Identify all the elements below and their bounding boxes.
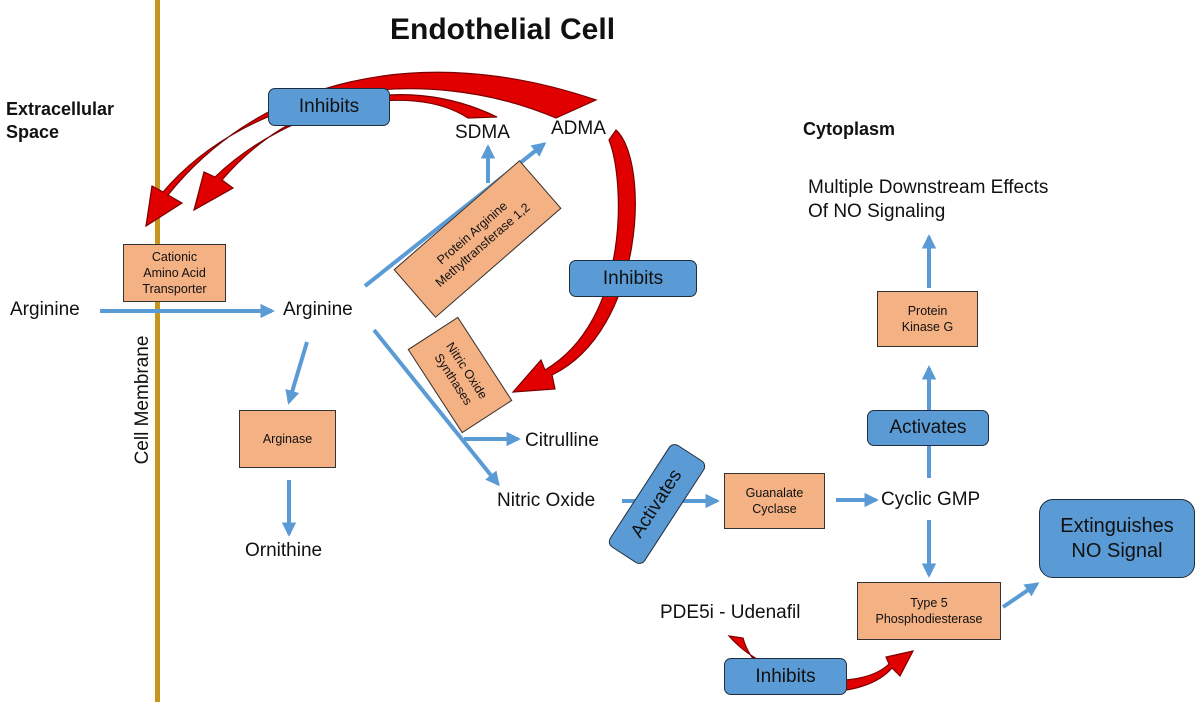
- udenafil-label: PDE5i - Udenafil: [660, 602, 801, 623]
- citrulline-label: Citrulline: [525, 430, 599, 451]
- cyclic-gmp-label: Cyclic GMP: [881, 489, 981, 510]
- inhibit-arrow-adma-transporter: [145, 71, 598, 228]
- downstream-effects-label: Multiple Downstream Effects Of NO Signal…: [808, 177, 1049, 222]
- arginine-intracellular: Arginine: [283, 299, 353, 320]
- extinguishes-no-signal-box: Extinguishes NO Signal: [1039, 499, 1195, 578]
- inhibit-arrow-adma-nos: [511, 129, 636, 393]
- inhibits-transporter-box: Inhibits: [268, 88, 390, 126]
- pde5-box: Type 5 Phosphodiesterase: [857, 582, 1001, 640]
- guanylate-cyclase-box: Guanalate Cyclase: [724, 473, 825, 529]
- arginine-extracellular: Arginine: [10, 299, 80, 320]
- diagram-title: Endothelial Cell: [390, 13, 616, 46]
- extracellular-space-label: Extracellular Space: [6, 99, 115, 142]
- cationic-amino-acid-transporter-box: Cationic Amino Acid Transporter: [123, 244, 226, 302]
- inhibits-pde5-box: Inhibits: [724, 658, 847, 695]
- adma-label: ADMA: [551, 118, 606, 139]
- cytoplasm-label: Cytoplasm: [803, 119, 896, 139]
- arginase-box: Arginase: [239, 410, 336, 468]
- arrow-pde5-to-extinguish: [1001, 582, 1040, 609]
- protein-kinase-g-box: Protein Kinase G: [877, 291, 978, 347]
- arrow-to-arginase: [285, 341, 309, 405]
- inhibits-nos-box: Inhibits: [569, 260, 697, 297]
- inhibit-arrow-sdma-transporter: [193, 94, 498, 212]
- cell-membrane-line: [155, 0, 160, 702]
- activates-pkg-box: Activates: [867, 410, 989, 446]
- sdma-label: SDMA: [455, 122, 510, 143]
- cell-membrane-label: Cell Membrane: [132, 335, 153, 465]
- nitric-oxide-label: Nitric Oxide: [497, 490, 596, 511]
- arrow-to-nitric-oxide: [372, 328, 500, 487]
- ornithine-label: Ornithine: [245, 540, 323, 561]
